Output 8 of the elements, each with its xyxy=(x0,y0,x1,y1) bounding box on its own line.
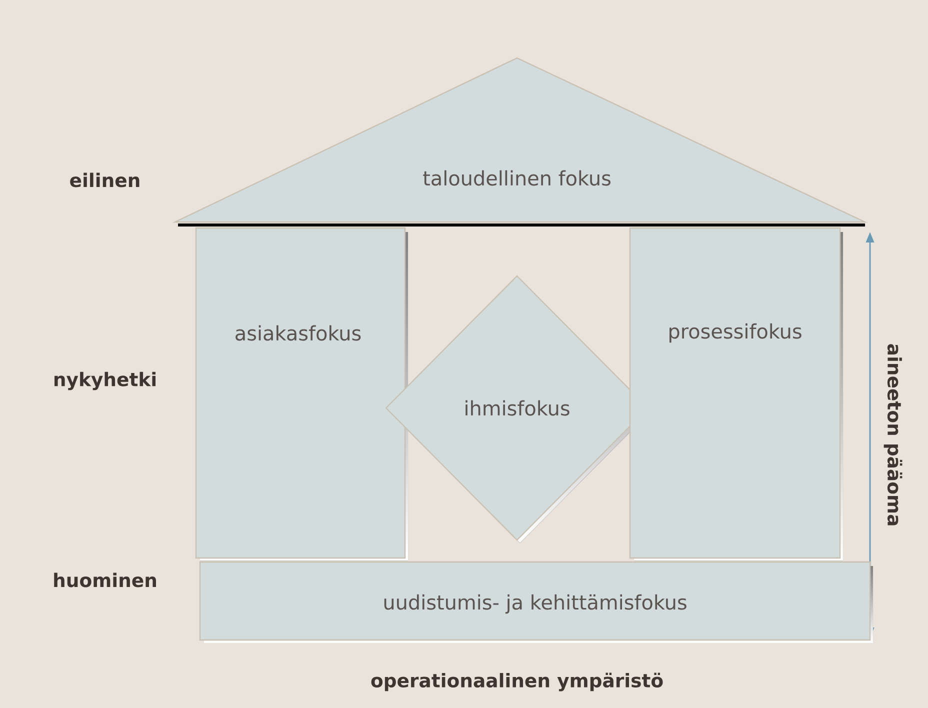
footer-label: operationaalinen ympäristö xyxy=(371,672,663,692)
pillar-box: uudistumis- ja kehittämisfokus xyxy=(199,561,873,643)
time-label: eilinen xyxy=(70,172,140,188)
time-label: huominen xyxy=(54,572,156,588)
time-label: nykyhetki xyxy=(54,372,156,390)
pillar-box: asiakasfokus xyxy=(195,227,408,561)
pillar-box: prosessifokus xyxy=(629,227,844,561)
axis-label: aineeton pääoma xyxy=(884,344,902,526)
